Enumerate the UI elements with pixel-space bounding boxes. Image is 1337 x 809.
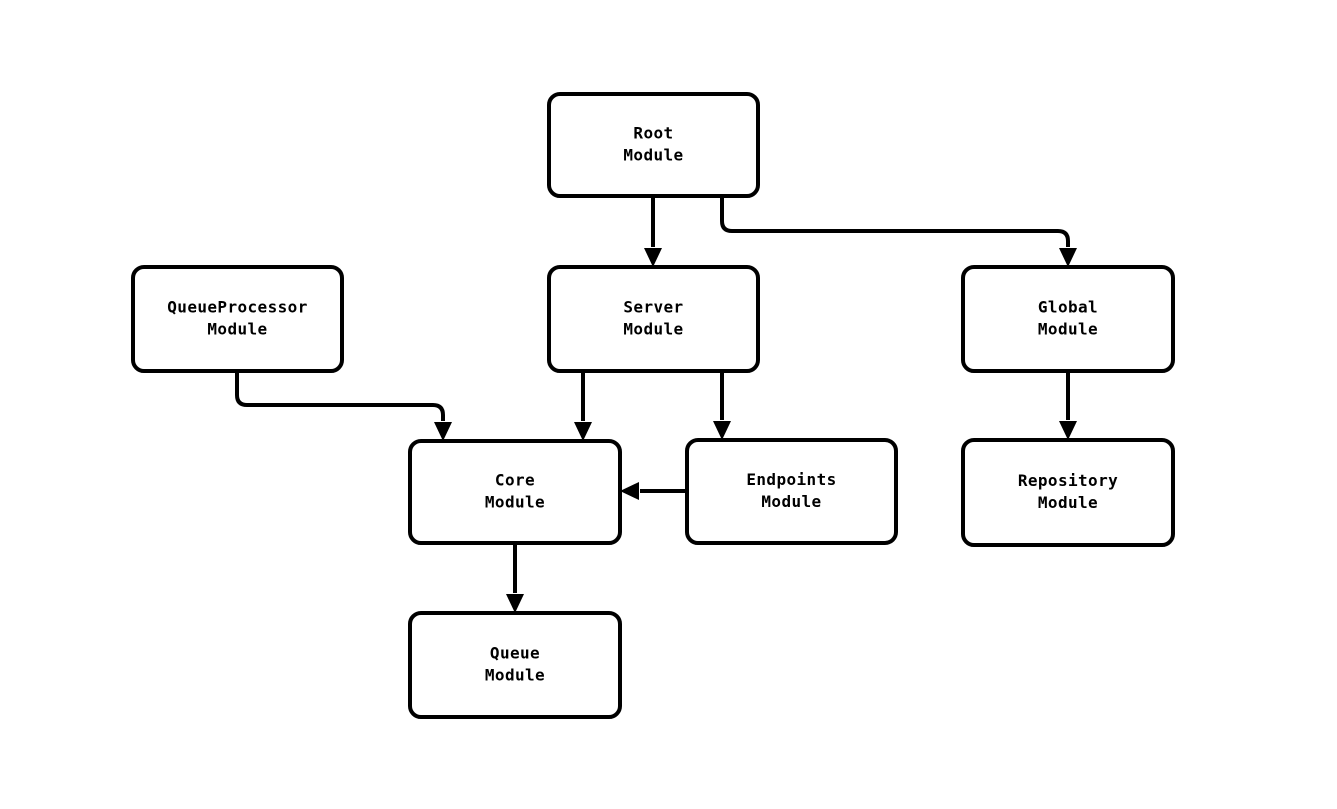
node-label-line1: QueueProcessor: [167, 298, 307, 317]
edge-server-to-core: [574, 371, 592, 441]
edge-global-to-repository: [1059, 371, 1077, 440]
edges-layer: [235, 196, 1077, 613]
node-label-line2: Module: [623, 146, 683, 165]
edge-line: [720, 196, 1070, 247]
node-box[interactable]: [408, 439, 622, 545]
node-box[interactable]: [547, 265, 760, 373]
node-label-line2: Module: [623, 320, 683, 339]
edge-root-to-global: [720, 196, 1077, 267]
node-label-line2: Module: [207, 320, 267, 339]
node-label-line2: Module: [1038, 320, 1098, 339]
node-box[interactable]: [408, 611, 622, 719]
arrow-head-icon: [1059, 421, 1077, 440]
node-label-line2: Module: [761, 492, 821, 511]
edge-endpoints-to-core: [620, 482, 687, 500]
node-box[interactable]: [685, 438, 898, 545]
node-box[interactable]: [961, 438, 1175, 547]
arrow-head-icon: [713, 421, 731, 440]
node-label-line2: Module: [485, 666, 545, 685]
edge-line: [235, 371, 445, 421]
arrow-head-icon: [620, 482, 639, 500]
arrow-head-icon: [506, 594, 524, 613]
node-label-line1: Server: [623, 298, 683, 317]
node-label-line2: Module: [485, 493, 545, 512]
node-label-line2: Module: [1038, 493, 1098, 512]
edge-core-to-queue: [506, 543, 524, 613]
arrow-head-icon: [644, 248, 662, 267]
arrow-head-icon: [574, 422, 592, 441]
arrow-head-icon: [434, 422, 452, 441]
node-label-line1: Repository: [1018, 471, 1118, 490]
node-box[interactable]: [961, 265, 1175, 373]
arrow-head-icon: [1059, 248, 1077, 267]
edge-queueprocessor-to-core: [235, 371, 452, 441]
node-label-line1: Root: [633, 124, 673, 143]
node-label-line1: Endpoints: [746, 470, 836, 489]
node-label-line1: Queue: [490, 644, 540, 663]
node-label-line1: Core: [495, 471, 535, 490]
edge-root-to-server: [644, 196, 662, 267]
node-label-line1: Global: [1038, 298, 1098, 317]
node-box[interactable]: [131, 265, 344, 373]
nodes-layer: RootModuleQueueProcessorModuleServerModu…: [131, 92, 1175, 719]
edge-server-to-endpoints: [713, 371, 731, 440]
node-box[interactable]: [547, 92, 760, 198]
